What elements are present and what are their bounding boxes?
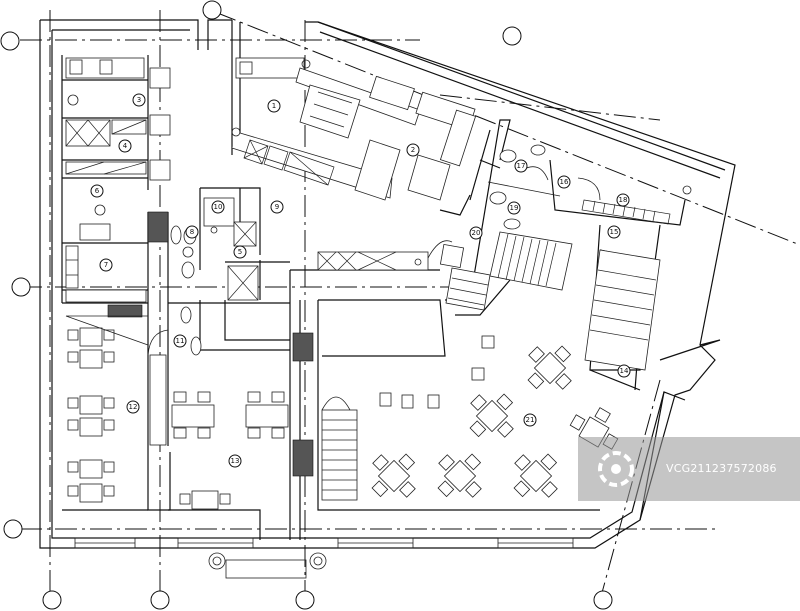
svg-text:5: 5 [238,248,242,256]
axis-bubbles [0,0,613,610]
room-label-10: 10 [211,200,225,214]
column [147,211,169,243]
svg-text:21: 21 [526,416,535,424]
svg-text:6: 6 [95,187,100,195]
svg-text:8: 8 [190,228,194,236]
watermark-banner: VCG211237572086 [578,437,800,501]
svg-text:20: 20 [472,229,481,237]
dining-tables [65,243,495,510]
svg-text:16: 16 [560,178,569,186]
room-label-9: 9 [270,200,284,214]
room-label-7: 7 [99,258,113,272]
room-label-12: 12 [126,400,140,414]
axis-bubble [3,519,23,539]
bar-counter [317,240,453,271]
room-label-16: 16 [557,175,571,189]
columns [107,211,314,477]
room-label-11: 11 [173,334,187,348]
room-label-3: 3 [132,93,146,107]
service-fixtures [65,57,259,356]
svg-text:12: 12 [129,403,138,411]
watermark-logo-icon [598,451,634,487]
room-label-1: 1 [267,99,281,113]
column [107,304,143,318]
room-label-13: 13 [228,454,242,468]
room-label-15: 15 [607,225,621,239]
svg-text:11: 11 [176,337,185,345]
svg-text:10: 10 [214,203,223,211]
svg-text:14: 14 [620,367,629,375]
room-label-6: 6 [90,184,104,198]
axis-bubble [202,0,222,20]
column [292,332,314,362]
room-label-21: 21 [523,413,537,427]
axis-bubble [42,590,62,610]
room-label-19: 19 [507,201,521,215]
svg-text:13: 13 [231,457,240,465]
room-label-5: 5 [233,245,247,259]
stairs [321,231,661,501]
round-tables [371,345,619,498]
axis-bubble [502,26,522,46]
axis-bubble [0,31,20,51]
axis-bubble [295,590,315,610]
axis-bubble [150,590,170,610]
column [292,439,314,477]
toilet-fixtures [487,144,692,230]
room-label-20: 20 [469,226,483,240]
svg-text:18: 18 [619,196,628,204]
svg-text:9: 9 [275,203,279,211]
watermark-text: VCG211237572086 [666,462,777,475]
room-label-17: 17 [514,159,528,173]
windows [74,537,574,579]
svg-text:15: 15 [610,228,619,236]
room-labels: 1 2 3 4 5 6 7 8 [90,93,631,468]
kitchen-equipment [231,57,477,201]
svg-text:19: 19 [510,204,519,212]
room-label-2: 2 [406,143,420,157]
axis-bubble [593,590,613,610]
room-label-8: 8 [185,225,199,239]
svg-text:3: 3 [137,96,141,104]
axis-bubble [11,277,31,297]
svg-text:2: 2 [411,146,415,154]
svg-text:1: 1 [272,102,276,110]
room-label-14: 14 [617,364,631,378]
room-label-4: 4 [118,139,132,153]
room-label-18: 18 [616,193,630,207]
svg-text:4: 4 [123,142,128,150]
svg-text:17: 17 [517,162,526,170]
svg-text:7: 7 [104,261,108,269]
